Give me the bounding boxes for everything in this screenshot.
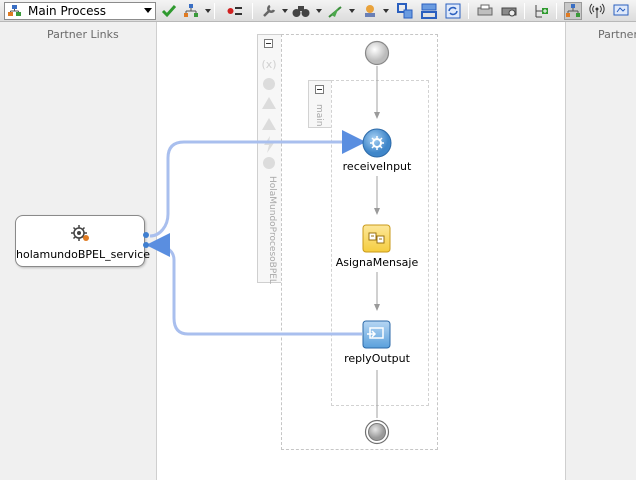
right-partner-links-panel: Partner Links <box>565 22 636 480</box>
compensation-icon <box>262 118 276 130</box>
scope-palette-icons: (x) <box>261 58 277 169</box>
component-dropdown-arrow[interactable] <box>383 9 389 13</box>
reply-port[interactable] <box>143 242 149 248</box>
gear-icon <box>370 136 384 150</box>
process-name-label: HolaMundoProcesoBPEL <box>267 176 277 284</box>
reply-output-label: replyOutput <box>344 352 410 365</box>
service-gear-icon <box>71 225 89 241</box>
assign-icon <box>368 232 385 244</box>
process-collapse-toggle[interactable] <box>264 39 273 48</box>
right-panel-title: Partner Links <box>598 28 636 41</box>
wrench-icon <box>263 4 276 17</box>
receive-input-label: receiveInput <box>342 160 412 173</box>
process-select-value: Main Process <box>28 4 106 18</box>
toolbar: Main Process <box>0 0 636 22</box>
sequence-tab <box>308 80 331 128</box>
refresh-button[interactable] <box>444 2 462 20</box>
partner-link-label: holamundoBPEL_service <box>16 248 151 261</box>
flag-icon <box>328 6 342 18</box>
find-dropdown-arrow[interactable] <box>316 9 322 13</box>
refresh-icon <box>445 3 461 19</box>
breakpoint-button[interactable] <box>226 2 244 20</box>
hierarchy-icon <box>566 4 580 17</box>
asigna-mensaje-label: AsignaMensaje <box>335 256 419 269</box>
component-icon <box>365 5 375 17</box>
layout-dropdown-arrow[interactable] <box>205 9 211 13</box>
find-button[interactable] <box>292 2 310 20</box>
receive-link-line[interactable] <box>149 130 366 238</box>
checkmark-icon <box>161 5 177 18</box>
antenna-icon <box>589 3 605 18</box>
partner-link-holamundo[interactable]: holamundoBPEL_service <box>15 215 151 267</box>
print-preview-icon <box>501 7 517 17</box>
process-tree-icon <box>8 5 21 16</box>
reply-link-line[interactable] <box>146 233 362 336</box>
event-handler-icon <box>264 136 274 153</box>
monitor-icon <box>613 4 629 16</box>
collapse-all-button[interactable] <box>420 2 438 20</box>
receive-port[interactable] <box>143 232 149 238</box>
component-button[interactable] <box>361 2 379 20</box>
fault-handler-icon <box>262 97 276 109</box>
expand-all-button[interactable] <box>396 2 414 20</box>
validate-button[interactable] <box>160 2 178 20</box>
sequence-name-label: main <box>314 104 324 127</box>
flag-button[interactable] <box>326 2 344 20</box>
print-preview-button[interactable] <box>500 2 518 20</box>
collapse-icon <box>421 3 437 19</box>
wrench-button[interactable] <box>260 2 278 20</box>
expand-icon <box>397 3 413 19</box>
reply-output-activity[interactable] <box>362 320 392 350</box>
binoculars-icon <box>292 6 310 17</box>
asigna-mensaje-activity[interactable] <box>362 224 392 254</box>
service-button[interactable] <box>588 2 606 20</box>
variables-icon: (x) <box>261 58 276 71</box>
monitor-button[interactable] <box>612 2 630 20</box>
receive-input-activity[interactable] <box>361 127 393 159</box>
tree-add-icon <box>535 5 548 18</box>
add-variable-button[interactable] <box>532 2 550 20</box>
process-select[interactable]: Main Process <box>4 2 156 20</box>
wrench-dropdown-arrow[interactable] <box>282 9 288 13</box>
main-sequence[interactable] <box>331 80 429 406</box>
layout-button[interactable] <box>182 2 200 20</box>
end-node[interactable] <box>364 419 390 445</box>
reply-icon <box>367 327 384 339</box>
sequence-collapse-toggle[interactable] <box>315 85 324 94</box>
start-node[interactable] <box>364 40 390 66</box>
layout-tree-icon <box>184 4 198 17</box>
termination-icon <box>263 157 275 169</box>
flag-dropdown-arrow[interactable] <box>349 9 355 13</box>
breakpoint-list-icon <box>227 7 242 15</box>
printer-icon <box>477 4 493 16</box>
partner-link-ports <box>143 232 149 248</box>
print-button[interactable] <box>476 2 494 20</box>
chevron-down-icon <box>144 8 152 13</box>
process-scope[interactable] <box>281 34 438 450</box>
partner-view-button[interactable] <box>564 2 582 20</box>
correlation-icon <box>263 78 275 90</box>
left-panel-title: Partner Links <box>47 28 119 41</box>
